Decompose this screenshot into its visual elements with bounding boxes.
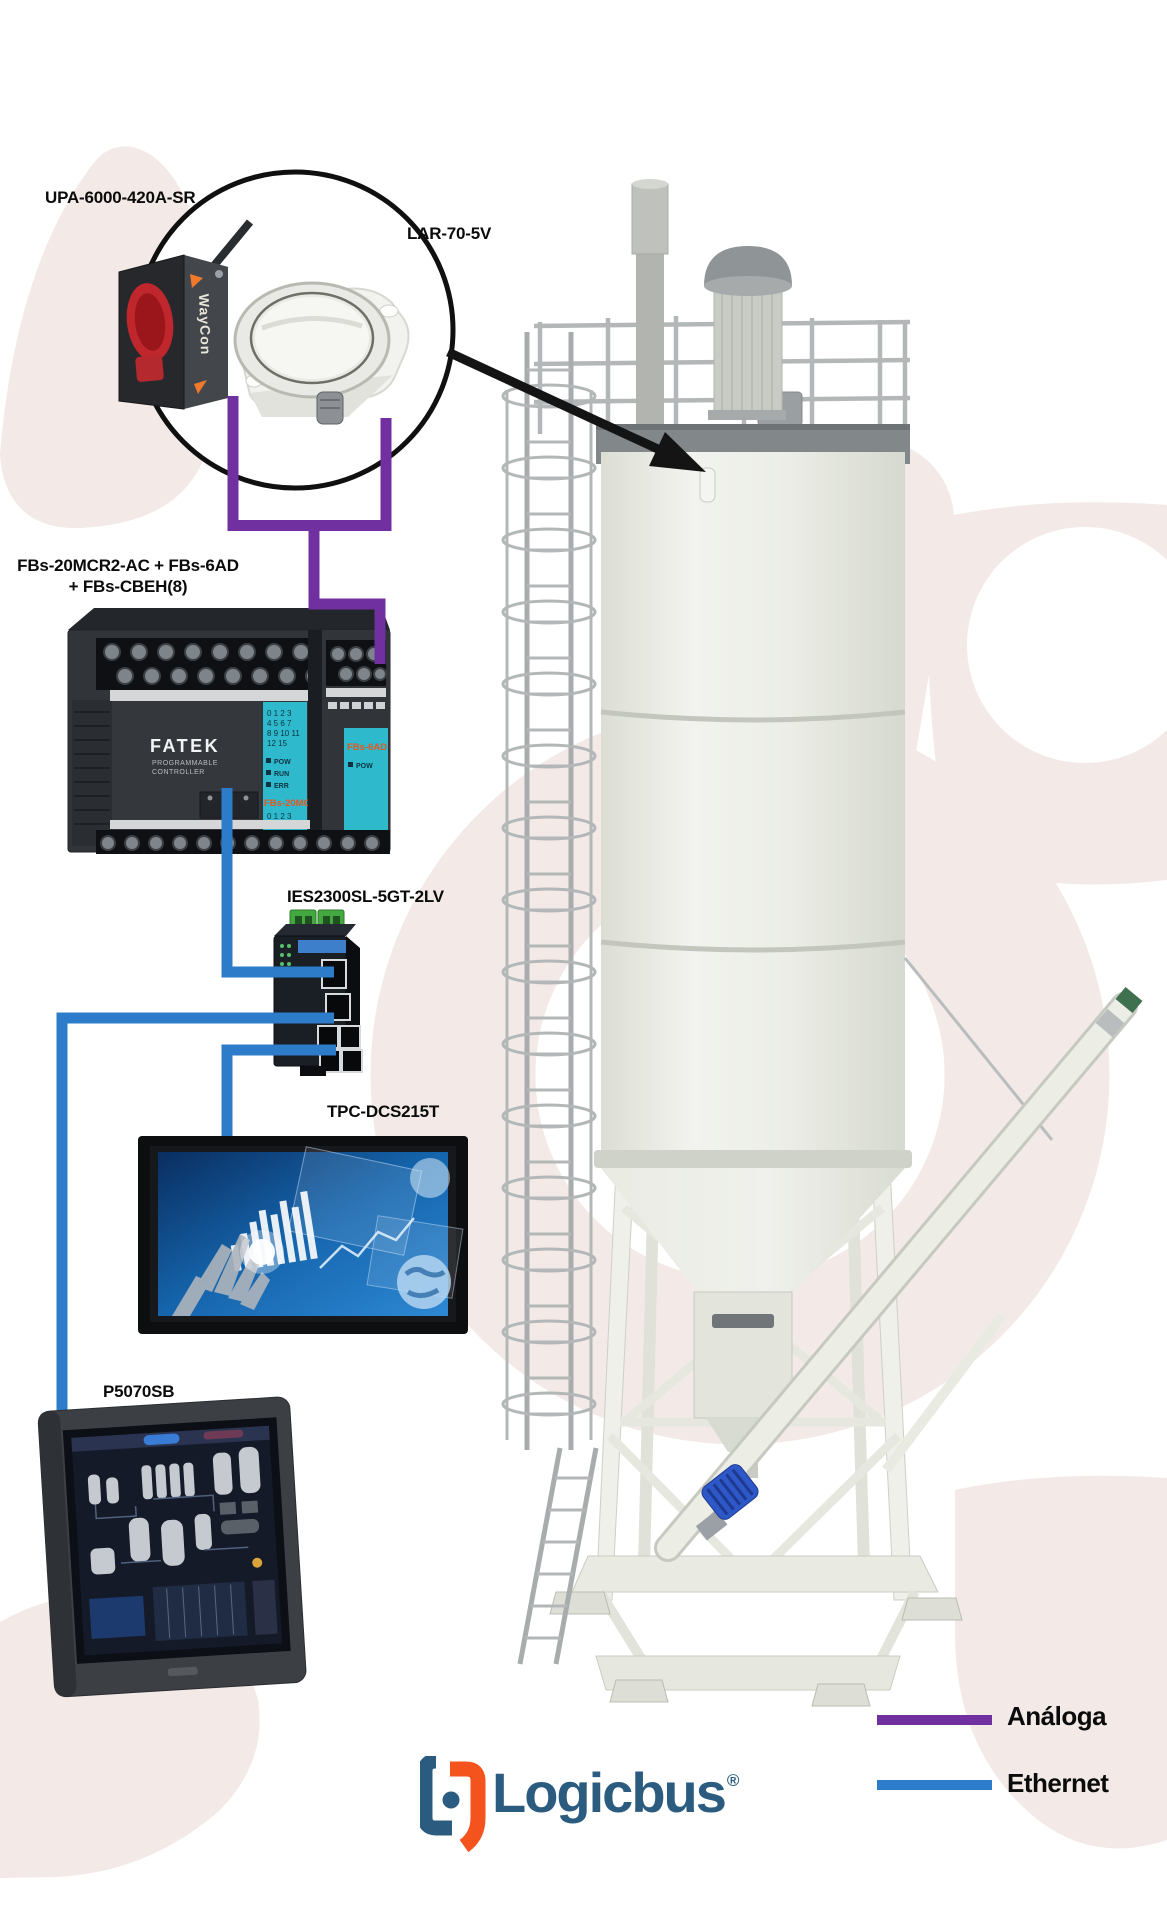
silo-discharge-box: [693, 1291, 793, 1419]
auger-strut: [882, 1312, 1006, 1474]
label-switch: IES2300SL-5GT-2LV: [287, 887, 444, 906]
silo-vent-filter: [704, 246, 792, 420]
watermark-hole: [967, 527, 1167, 763]
plc-led-label: RUN: [274, 771, 289, 778]
registered-mark: ®: [726, 1771, 740, 1791]
plc-module-led: POW: [356, 763, 373, 770]
logicbus-logo-text: Logicbus®: [492, 1760, 740, 1825]
plc-module-panel: [344, 728, 388, 832]
plc-module-model: FBs-6AD: [347, 742, 387, 753]
plc-cyan-panel: [263, 702, 307, 832]
silo-base-frame: [549, 1555, 963, 1707]
label-laser-sensor: UPA-6000-420A-SR: [45, 188, 196, 207]
laser-sensor-brand: WayCon: [196, 294, 214, 356]
plc-led-label: POW: [274, 759, 291, 766]
plc: FATEK PROGRAMMABLE CONTROLLER 0 1 2 3 4 …: [67, 608, 391, 854]
label-ultrasonic-sensor: LAR-70-5V: [407, 224, 492, 243]
hmi-screen-art: [71, 1425, 278, 1642]
hmi-panel: [37, 1396, 307, 1698]
panel-pc: [138, 1136, 468, 1334]
sensor-detail-circle: WayCon: [118, 169, 456, 491]
plc-brand-sub2: CONTROLLER: [152, 769, 205, 776]
ethernet-cables: [56, 788, 336, 1430]
analog-cables: [227, 396, 392, 664]
plc-brand-sub1: PROGRAMMABLE: [152, 760, 218, 767]
silo-pipe-cap: [632, 179, 668, 189]
silo-pipe-top: [631, 183, 669, 255]
plc-cpu-model: FBs-20MC: [264, 798, 311, 809]
sensor-cable: [208, 219, 254, 271]
plc-led-label: ERR: [274, 783, 289, 790]
switch-brand-stripe: [298, 940, 346, 953]
detail-arrow: [446, 347, 706, 472]
silo-fill-pipe: [636, 250, 664, 426]
legend-analog-label: Análoga: [1007, 1701, 1107, 1731]
screw-conveyor: [654, 986, 1143, 1562]
silo-cone-rim: [594, 1150, 912, 1168]
plc-io-row: 0 1 2 3: [267, 709, 292, 718]
label-plc-line2: + FBs-CBEH(8): [68, 577, 188, 596]
discharge-slot: [712, 1314, 774, 1328]
logicbus-logo-icon: [420, 1756, 486, 1852]
switch-leds: [280, 944, 291, 966]
silo-sensor-tag: [699, 467, 716, 503]
watermark-blob-bottom-right: [955, 1475, 1167, 1849]
panel-pc-screen-art: [172, 1146, 464, 1316]
legend-ethernet-label: Ethernet: [1007, 1768, 1109, 1798]
laser-sensor: WayCon: [118, 254, 228, 410]
plc-out-row: 0 1 2 3: [267, 812, 292, 821]
silo-seam: [600, 939, 906, 953]
label-plc-line1: FBs-20MCR2-AC + FBs-6AD: [17, 556, 239, 575]
label-panel-pc: TPC-DCS215T: [327, 1102, 440, 1121]
label-plc: FBs-20MCR2-AC + FBs-6AD + FBs-CBEH(8): [8, 555, 248, 597]
silo-seam: [600, 709, 906, 723]
silo-cone: [601, 1168, 905, 1298]
silo-rim-top: [596, 424, 910, 434]
silo-body: [601, 452, 905, 1160]
logo-wordmark: Logicbus: [492, 1761, 727, 1824]
legend-ethernet-line: [877, 1780, 992, 1790]
plc-io-row: 12 15: [267, 739, 288, 748]
cement-silo: [501, 179, 1143, 1707]
plc-io-row: 8 9 10 11: [267, 729, 300, 738]
plc-terminals-bottom: [100, 835, 380, 851]
label-hmi: P5070SB: [103, 1382, 175, 1401]
plc-brand: FATEK: [150, 736, 220, 756]
plc-io-row: 4 5 6 7: [267, 719, 292, 728]
legend-analog-line: [877, 1715, 992, 1725]
ultrasonic-sensor: [233, 281, 410, 425]
robot-hand: [172, 1234, 270, 1316]
blue-motor: [695, 1464, 759, 1541]
